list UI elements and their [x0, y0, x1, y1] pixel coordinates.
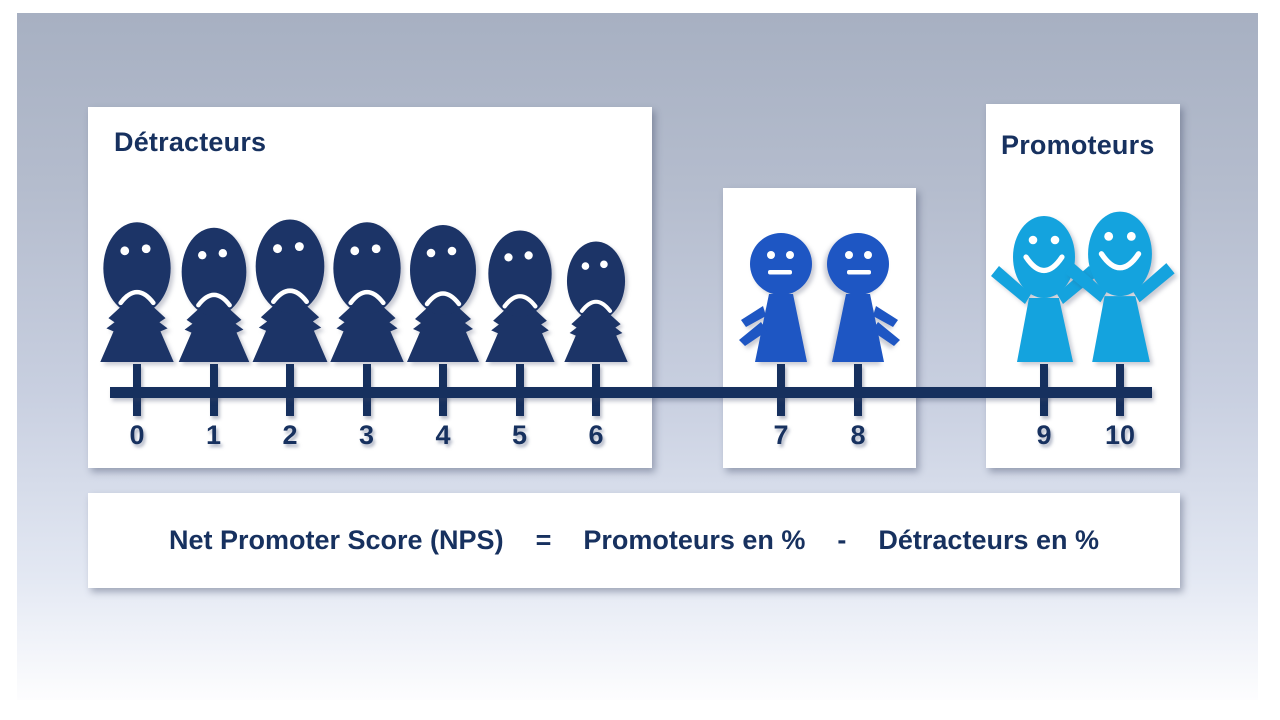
passives-panel: 7 8 [723, 188, 916, 468]
score-label: 0 [129, 420, 145, 450]
promoters-title: Promoteurs [1001, 130, 1155, 160]
score-label: 5 [511, 420, 528, 450]
score-label: 10 [1104, 420, 1136, 450]
neutral-figure-icon [812, 228, 904, 362]
sad-figure-icon [472, 228, 568, 362]
detractors-title: Détracteurs [114, 127, 267, 157]
formula-equals-sign: = [535, 525, 552, 555]
detractors-panel: Détracteurs 0 1 2 3 4 5 6 [88, 107, 652, 468]
formula-detractors-term: Détracteurs en % [878, 525, 1099, 555]
sad-figure-icon [165, 225, 263, 362]
formula-panel: Net Promoter Score (NPS) = Promoteurs en… [88, 493, 1180, 588]
formula-nps-label: Net Promoter Score (NPS) [168, 525, 504, 555]
happy-figure-icon [985, 210, 1103, 362]
sad-figure-icon [393, 222, 493, 362]
score-label: 4 [435, 420, 451, 450]
sad-figure-icon [552, 239, 640, 362]
score-label: 2 [282, 420, 298, 450]
happy-figure-icon [1059, 205, 1181, 362]
sad-figure-icon [238, 216, 342, 362]
number-line [110, 387, 1152, 398]
sad-figure-icon [316, 219, 418, 362]
score-label: 8 [850, 420, 866, 450]
sad-figure-icon [86, 219, 188, 362]
score-label: 6 [588, 420, 604, 450]
score-label: 1 [205, 420, 222, 450]
formula-promoters-term: Promoteurs en % [583, 525, 806, 555]
score-label: 3 [358, 420, 375, 450]
formula-minus-sign: - [837, 525, 847, 555]
promoters-panel: Promoteurs 9 10 [986, 104, 1180, 468]
neutral-figure-icon [735, 228, 827, 362]
score-label: 9 [1036, 420, 1052, 450]
score-label: 7 [773, 420, 789, 450]
